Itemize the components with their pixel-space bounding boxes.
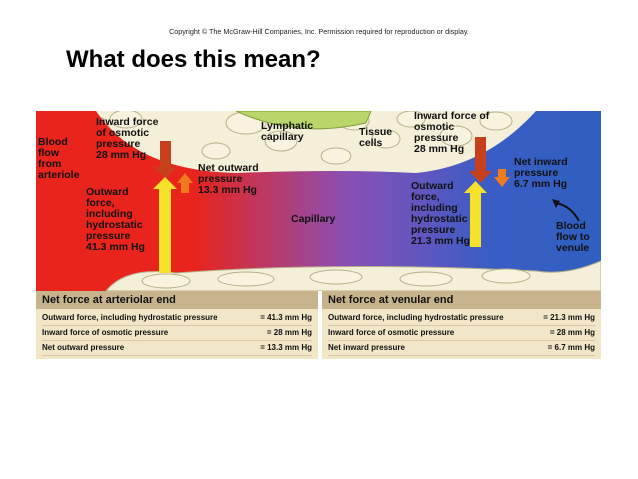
label-net-outward-pressure: Net outward pressure 13.3 mm Hg [198, 162, 259, 196]
label-net-inward-pressure: Net inward pressure 6.7 mm Hg [514, 156, 568, 190]
row-value: = 41.3 mm Hg [260, 313, 312, 322]
arteriolar-end-panel: Net force at arteriolar end Outward forc… [36, 291, 318, 359]
row-value: = 28 mm Hg [549, 328, 595, 337]
label-outward-force-left: Outward force, including hydrostatic pre… [86, 186, 145, 253]
arteriolar-panel-title: Net force at arteriolar end [36, 292, 318, 309]
label-inward-force-left: Inward force of osmotic pressure 28 mm H… [96, 116, 159, 161]
label-inward-force-right: Inward force of osmotic pressure 28 mm H… [414, 111, 490, 155]
row-value: = 13.3 mm Hg [260, 343, 312, 352]
arrow-outward-left [153, 177, 177, 273]
label-blood-from-arteriole: Blood flow from arteriole [38, 136, 80, 181]
capillary-illustration [36, 111, 601, 291]
arrow-net-inward [494, 169, 510, 187]
row-value: = 21.3 mm Hg [543, 313, 595, 322]
row-label: Inward force of osmotic pressure [328, 328, 455, 337]
table-row: Net outward pressure = 13.3 mm Hg [42, 341, 312, 356]
label-lymphatic-capillary: Lymphatic capillary [261, 120, 314, 143]
venular-panel-title: Net force at venular end [322, 292, 601, 309]
table-row: Net inward pressure = 6.7 mm Hg [328, 341, 595, 356]
row-value: = 28 mm Hg [266, 328, 312, 337]
arrow-outward-right [464, 181, 487, 247]
label-blood-to-venule: Blood flow to venule [556, 220, 590, 254]
table-row: Inward force of osmotic pressure = 28 mm… [42, 326, 312, 341]
label-capillary: Capillary [291, 213, 336, 225]
row-label: Inward force of osmotic pressure [42, 328, 169, 337]
table-row: Inward force of osmotic pressure = 28 mm… [328, 326, 595, 341]
row-label: Outward force, including hydrostatic pre… [42, 313, 218, 322]
lymphatic-capillary [235, 111, 372, 130]
row-label: Net outward pressure [42, 343, 125, 352]
row-label: Net inward pressure [328, 343, 405, 352]
blood-vessel [36, 111, 601, 291]
table-row: Outward force, including hydrostatic pre… [42, 311, 312, 326]
arrow-inward-left [154, 141, 177, 179]
label-outward-force-right: Outward force, including hydrostatic pre… [411, 180, 470, 247]
venular-end-panel: Net force at venular end Outward force, … [322, 291, 601, 359]
row-value: = 6.7 mm Hg [547, 343, 595, 352]
slide-heading: What does this mean? [66, 46, 321, 73]
tissue-cells-bottom [141, 268, 531, 289]
capillary-diagram: Blood flow from arteriole Inward force o… [36, 111, 601, 291]
arrow-net-outward [177, 173, 193, 193]
row-label: Outward force, including hydrostatic pre… [328, 313, 504, 322]
copyright-notice: Copyright © The McGraw-Hill Companies, I… [169, 27, 469, 36]
label-tissue-cells: Tissue cells [359, 126, 393, 149]
arrow-blood-out-head [552, 199, 560, 208]
table-row: Outward force, including hydrostatic pre… [328, 311, 595, 326]
arrow-inward-right [469, 137, 492, 183]
